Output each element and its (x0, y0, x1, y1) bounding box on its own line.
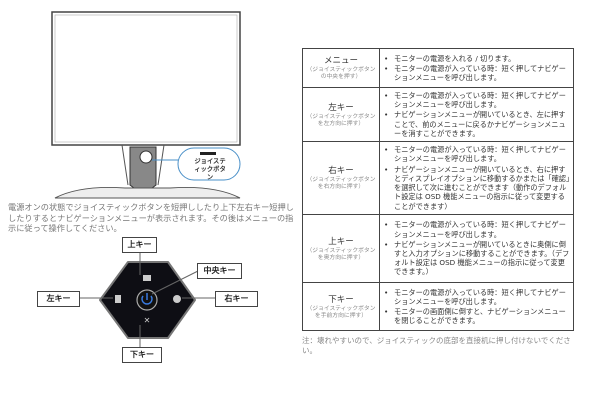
label-up-key: 上キー (122, 237, 157, 253)
label-right-key: 右キー (215, 291, 258, 307)
description-cell: モニターの電源が入っている時：短く押してナビゲーションメニューを呼び出します。ナ… (379, 214, 574, 283)
description-item: モニターの電源を入れる / 切ります。 (383, 54, 570, 63)
key-name: メニュー (323, 56, 358, 66)
key-name: 左キー (328, 102, 354, 113)
display-icon (173, 295, 181, 303)
input-icon (143, 275, 151, 281)
label-down-key: 下キー (122, 347, 162, 363)
description-item: モニターの電源が入っている時：短く押してナビゲーションメニューを呼び出します。 (383, 220, 570, 238)
menu-icon (115, 295, 121, 303)
label-center-key: 中央キー (197, 263, 242, 279)
description-item: モニターの電源が入っている時：短く押してナビゲーションメニューを呼び出します。 (383, 145, 570, 163)
label-left-key: 左キー (37, 291, 80, 307)
description-cell: モニターの電源を入れる / 切ります。モニターの電源が入っている時：短く押してナ… (379, 48, 574, 88)
key-action: （ジョイスティックボタンの中央を押す） (306, 67, 376, 80)
description-cell: モニターの電源が入っている時：短く押してナビゲーションメニューを呼び出します。ナ… (379, 141, 574, 215)
description-item: ナビゲーションメニューが開いているとき、左に押すことで、前のメニューに戻るかナビ… (383, 110, 570, 138)
table-row: 上キー（ジョイスティックボタンを奥方向に押す）モニターの電源が入っている時：短く… (302, 214, 574, 283)
description-cell: モニターの電源が入っている時：短く押してナビゲーションメニューを呼び出します。モ… (379, 282, 574, 331)
key-action: （ジョイスティックボタンを奥方向に押す） (306, 247, 376, 261)
key-action: （ジョイスティックボタンを手前方向に押す） (306, 305, 376, 319)
intro-text: 電源オンの状態でジョイスティックボタンを短押ししたり上下左右キー短押ししたりする… (8, 202, 294, 233)
key-action: （ジョイスティックボタンを右方向に押す） (306, 177, 376, 190)
key-cell: 下キー（ジョイスティックボタンを手前方向に押す） (302, 282, 380, 331)
key-function-table: メニュー（ジョイスティックボタンの中央を押す）モニターの電源を入れる / 切りま… (302, 48, 574, 331)
key-name: 上キー (328, 236, 354, 247)
joystick-diagram: ✕ (78, 252, 215, 347)
key-cell: 上キー（ジョイスティックボタンを奥方向に押す） (302, 214, 380, 283)
description-cell: モニターの電源が入っている時：短く押してナビゲーションメニューを呼び出します。ナ… (379, 87, 574, 142)
description-item: ナビゲーションメニューが開いているときに奥側に倒すと入力オプションに移動すること… (383, 240, 570, 277)
key-name: 下キー (328, 294, 354, 305)
description-item: モニターの電源が入っている時：短く押してナビゲーションメニューを呼び出します。 (383, 91, 570, 109)
table-row: メニュー（ジョイスティックボタンの中央を押す）モニターの電源を入れる / 切りま… (302, 48, 574, 88)
key-cell: 左キー（ジョイスティックボタンを左方向に押す） (302, 87, 380, 142)
key-cell: メニュー（ジョイスティックボタンの中央を押す） (302, 48, 380, 88)
table-row: 下キー（ジョイスティックボタンを手前方向に押す）モニターの電源が入っている時：短… (302, 282, 574, 331)
key-name: 右キー (328, 166, 354, 176)
table-row: 左キー（ジョイスティックボタンを左方向に押す）モニターの電源が入っている時：短く… (302, 87, 574, 142)
description-item: モニターの電源が入っている時：短く押してナビゲーションメニューを呼び出します。 (383, 288, 570, 306)
table-row: 右キー（ジョイスティックボタンを右方向に押す）モニターの電源が入っている時：短く… (302, 141, 574, 215)
description-item: モニターの画面側に倒すと、ナビゲーションメニューを閉じることができます。 (383, 307, 570, 325)
joystick-callout (177, 147, 241, 181)
joystick-icon (200, 152, 216, 155)
description-item: ナビゲーションメニューが開いているとき、右に押すとディスプレイオプションに移動す… (383, 165, 570, 211)
key-action: （ジョイスティックボタンを左方向に押す） (306, 113, 376, 127)
description-item: モニターの電源が入っている時：短く押してナビゲーションメニューを呼び出します。 (383, 64, 570, 82)
joystick-button-label: ジョイスティックボタン (194, 158, 226, 181)
monitor-illustration (51, 11, 241, 199)
exit-icon: ✕ (144, 316, 151, 325)
key-cell: 右キー（ジョイスティックボタンを右方向に押す） (302, 141, 380, 215)
caution-note: 注：壊れやすいので、ジョイスティックの底部を直接机に押し付けないでください。 (302, 336, 571, 355)
